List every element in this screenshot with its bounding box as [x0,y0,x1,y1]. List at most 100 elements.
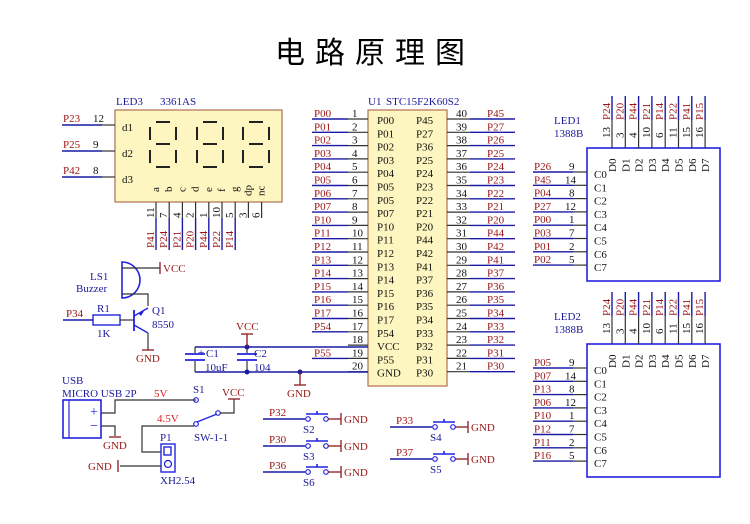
segment-label: nc [256,186,268,197]
pin-label: D6 [687,354,699,368]
net-label: P41 [681,299,693,316]
pin-name: P01 [377,128,394,140]
junction-dot [244,369,250,375]
net-label: P36 [269,460,287,472]
pin-label: C1 [594,378,607,390]
pin-name: P13 [377,261,395,273]
pin-number: 7 [569,228,575,240]
net-label: P27 [487,121,505,133]
decoupling-capacitors: + C1 10uF C2 104 VCC GND [185,321,368,400]
net-label: P33 [487,321,505,333]
u1-body [367,109,448,387]
button-ref: S5 [430,464,442,476]
usb-5v-wire [101,399,196,414]
pin-number: 9 [352,214,358,226]
pin-name: P31 [416,354,433,366]
pin-number: 7 [352,188,358,200]
matrix-part: 1388B [554,324,583,336]
pin-name: P05 [377,195,395,207]
pin-number: 15 [681,127,693,139]
cap-vcc-label: VCC [236,321,259,333]
net-label: P00 [314,108,332,120]
gnd-label: GND [471,454,495,466]
pin-name: P32 [416,341,433,353]
pin-number: 21 [456,361,467,373]
pin-name: P45 [416,115,434,127]
pin-label: d1 [122,122,133,134]
pin-number: 34 [456,188,468,200]
button-contact [323,443,329,449]
pin-name: P54 [377,328,395,340]
pin-number: 20 [352,361,364,373]
u1-part: STC15F2K60S2 [386,96,459,108]
net-label: P44 [487,228,505,240]
net-label: P41 [681,103,693,120]
c2-value: 104 [254,362,271,374]
net-label: P24 [487,161,505,173]
usb-connector [62,399,102,439]
pin-label: D3 [647,158,659,172]
net-label: P06 [534,397,552,409]
net-label: P25 [63,139,81,151]
pin-number: 2 [569,437,575,449]
net-label: P15 [694,102,706,120]
pin-number: 16 [694,127,706,139]
button-contact [432,424,438,430]
net-label: P16 [314,294,332,306]
pin-label: C2 [594,196,607,208]
pin-number: 9 [93,139,99,151]
pin-label: C3 [594,405,607,417]
led3-part: 3361AS [160,96,196,108]
header-p1 [160,443,176,473]
pin-label: C0 [594,365,607,377]
net-label: P15 [314,281,332,293]
pin-name: P02 [377,142,394,154]
header-pin1-wire [141,425,194,453]
button-contact [450,456,456,462]
button-contact [305,443,311,449]
pin-name: P41 [416,261,433,273]
button-contact [305,469,311,475]
pin-number: 40 [456,108,468,120]
pin-number: 15 [352,294,364,306]
net-label: P15 [694,298,706,316]
button-contact [323,469,329,475]
net-label: P20 [614,298,626,316]
net-label: P10 [314,214,332,226]
pin-label: C6 [594,445,607,457]
matrix-body [586,147,721,282]
segment-label: a [150,187,162,192]
pin-number: 4 [628,132,640,138]
buzzer-symbol [121,261,141,299]
net-label: P07 [314,201,332,213]
pin-label: D5 [674,354,686,368]
pin-number: 3 [614,328,626,334]
net-label: P06 [314,188,332,200]
power-switch-lever[interactable] [196,413,218,423]
pin-label: D1 [620,159,632,172]
net-label: P32 [269,407,286,419]
usb-minus: − [90,419,98,434]
pin-name: P07 [377,208,395,220]
digit-1 [149,121,177,168]
pin-number: 6 [654,328,666,334]
pin-name: P12 [377,248,394,260]
pin-number: 4 [171,212,183,218]
pin-name: GND [377,368,401,380]
pin-label: D7 [700,158,712,172]
net-label: P11 [314,228,331,240]
pin-number: 8 [352,201,358,213]
transistor-ref: Q1 [152,305,165,317]
net-label: P42 [487,241,504,253]
pin-label: C1 [594,182,607,194]
pin-number: 16 [352,308,364,320]
